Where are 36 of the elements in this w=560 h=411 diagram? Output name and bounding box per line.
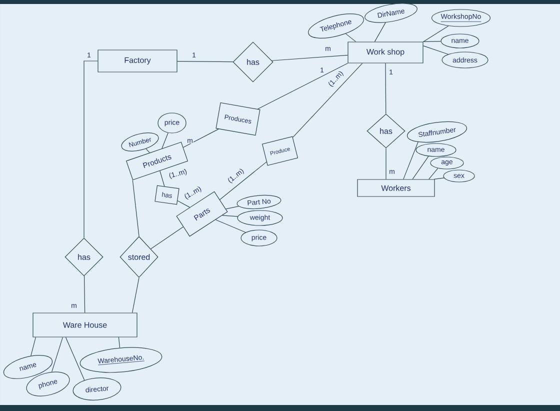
connector-line xyxy=(434,178,444,180)
connector-line xyxy=(345,33,356,42)
connector-line xyxy=(374,22,386,42)
connector-line xyxy=(132,180,140,236)
connector-line xyxy=(403,142,418,180)
connector-line xyxy=(412,156,429,180)
connector-line xyxy=(215,219,246,233)
connector-line xyxy=(52,337,63,372)
connector-line xyxy=(183,128,219,148)
connector-line xyxy=(150,226,184,250)
entity-box: Ware House xyxy=(32,312,138,338)
connector-line xyxy=(30,337,36,356)
connector-line xyxy=(160,170,165,187)
entity-box: Factory xyxy=(98,50,178,72)
connector-line xyxy=(423,46,448,55)
connector-line xyxy=(220,162,267,200)
connector-line xyxy=(257,63,348,110)
connector-line xyxy=(222,215,238,217)
connector-line xyxy=(423,41,442,42)
connector-line xyxy=(118,337,120,348)
connector-line xyxy=(146,148,150,153)
connector-line xyxy=(428,168,438,180)
connector-line xyxy=(65,337,85,380)
entity-box: Work shop xyxy=(348,42,424,64)
connector-line xyxy=(226,206,239,210)
connector-line xyxy=(177,61,234,62)
connector-line xyxy=(84,60,98,238)
connector-line xyxy=(84,276,86,313)
connector-line xyxy=(272,54,348,61)
connector-line xyxy=(385,63,386,114)
connector-line xyxy=(423,26,449,42)
connector-line xyxy=(177,200,190,208)
connector-line xyxy=(162,132,168,149)
connector-line xyxy=(292,63,363,138)
connector-line xyxy=(132,278,140,313)
entity-box: Workers xyxy=(357,179,435,197)
